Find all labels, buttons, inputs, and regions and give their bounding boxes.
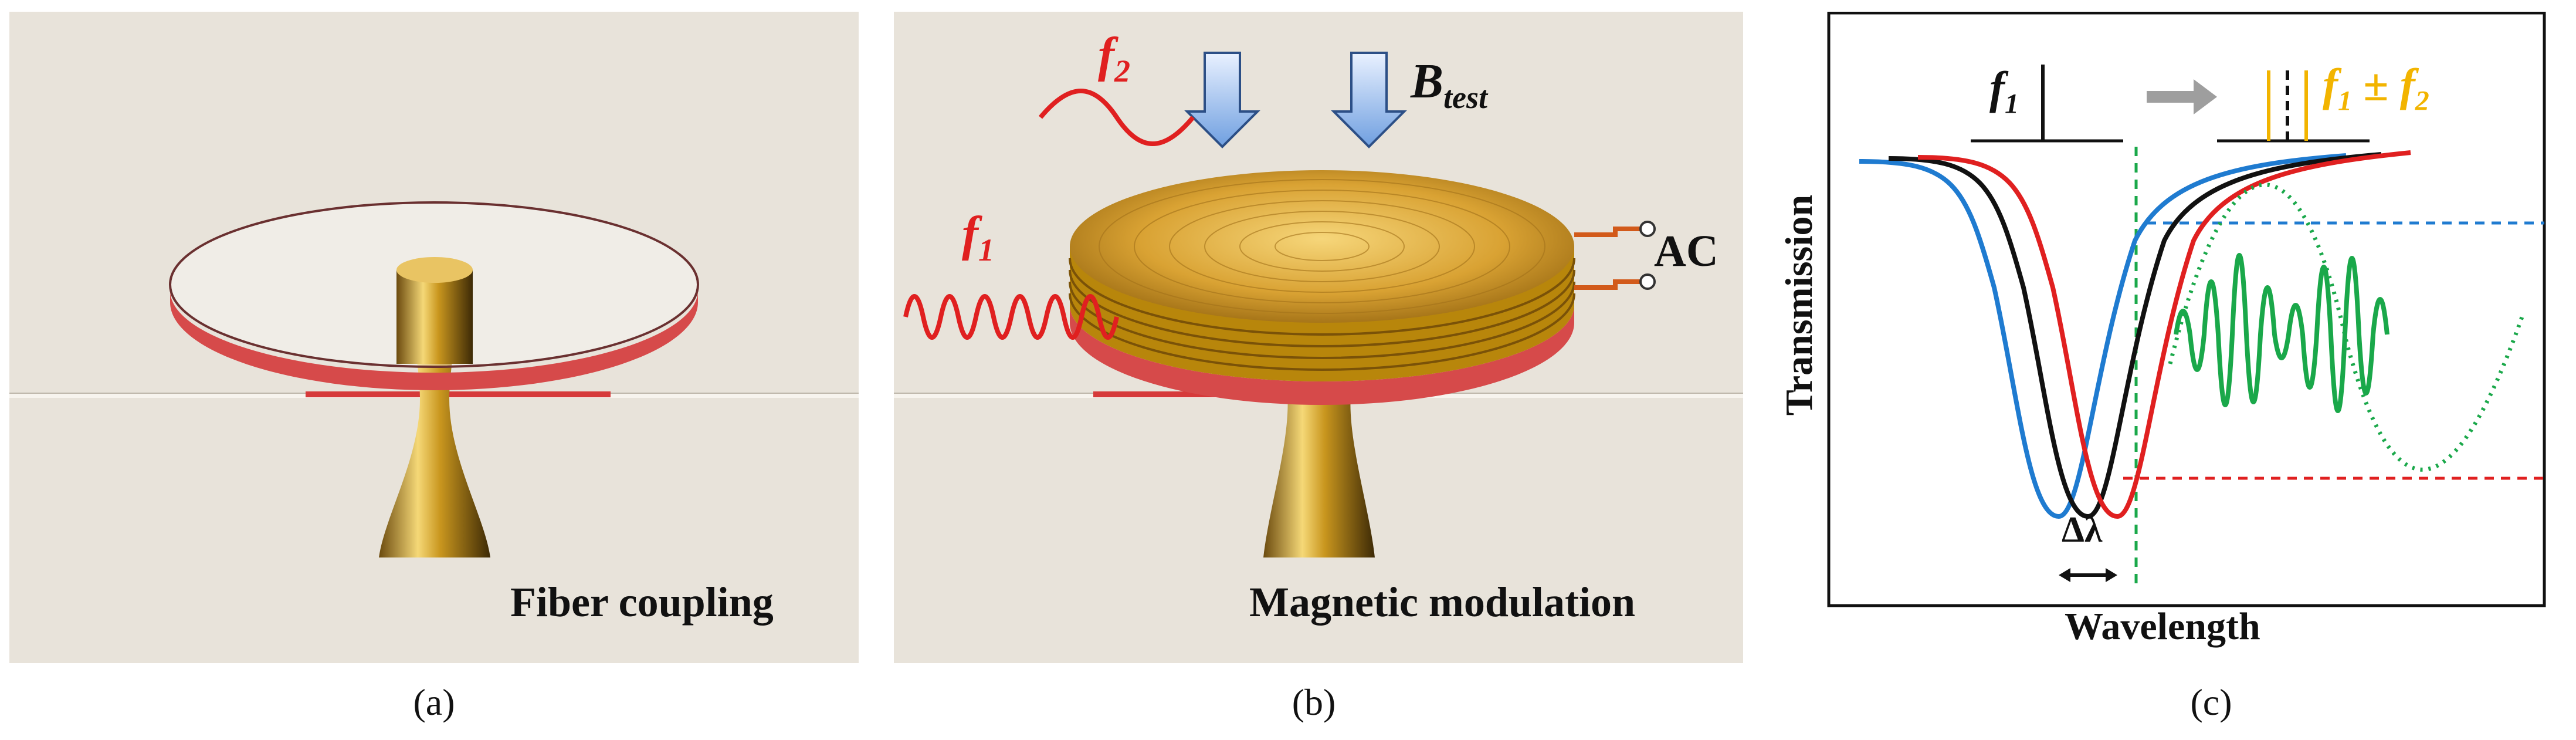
x-axis-label: Wavelength bbox=[2065, 605, 2260, 648]
coil-top bbox=[1070, 170, 1574, 323]
f1-label: f1 bbox=[962, 207, 994, 268]
caption-a: (a) bbox=[413, 681, 455, 723]
b-field-arrow-2 bbox=[1331, 52, 1407, 148]
f2-label: f2 bbox=[1098, 28, 1130, 89]
inset-right-label: f1 ± f2 bbox=[2323, 59, 2429, 117]
panel-a-illustration bbox=[9, 201, 859, 557]
delta-lambda-label: Δλ bbox=[2062, 510, 2103, 550]
panel-b-illustration bbox=[894, 52, 1743, 557]
btest-label: Btest bbox=[1411, 54, 1488, 115]
caption-b: (b) bbox=[1292, 681, 1336, 723]
caption-c: (c) bbox=[2190, 681, 2232, 723]
b-field-arrow-1 bbox=[1184, 52, 1260, 148]
panel-b-label: Magnetic modulation bbox=[1249, 579, 1635, 626]
y-axis-label: Transmission bbox=[1778, 194, 1821, 416]
panel-c-chart bbox=[1827, 12, 2546, 607]
panel-a-label: Fiber coupling bbox=[510, 579, 774, 626]
ac-label: AC bbox=[1654, 227, 1719, 276]
inset-left-label: f1 bbox=[1989, 62, 2019, 120]
